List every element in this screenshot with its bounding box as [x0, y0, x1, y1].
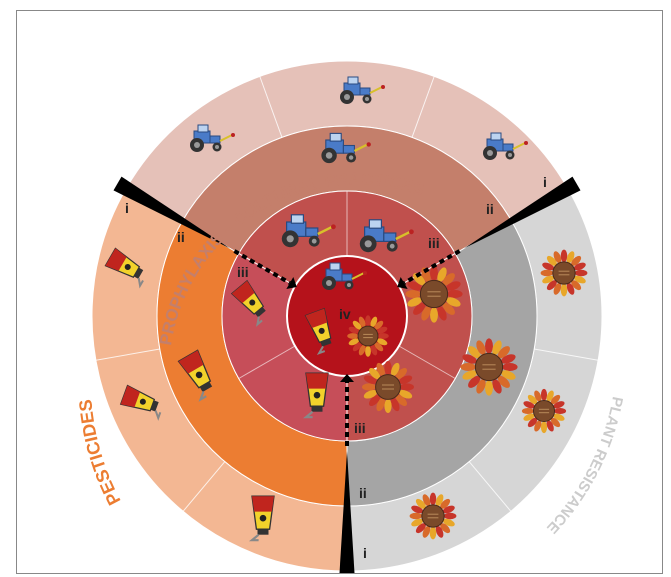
sunflower-icon	[521, 388, 567, 434]
level-label-ii-left: ii	[177, 229, 185, 245]
dotted-arrow-right-head	[397, 276, 408, 290]
sunflower-icon	[460, 338, 518, 396]
sunflower-icon	[540, 249, 588, 297]
arrows-layer	[113, 176, 581, 573]
inner-divider	[398, 345, 456, 379]
sprayer-icon	[104, 247, 144, 289]
level-label-ii-bottom: ii	[359, 485, 367, 501]
tractor-icon	[321, 132, 371, 164]
sprayer-icon	[302, 372, 329, 419]
sunflower-icon	[409, 492, 457, 540]
level-label-i-left: i	[125, 200, 129, 216]
sprayer-icon	[248, 495, 275, 542]
sprayer-icon	[230, 279, 266, 327]
level-label-i-top: i	[543, 174, 547, 190]
inner-divider	[238, 345, 296, 379]
outer-divider	[534, 348, 599, 361]
diagram-frame: PROPHYLAXIS – CULTURAL PRACTICES PESTICI…	[16, 10, 663, 574]
outer-divider	[95, 348, 160, 361]
sunflower-icon	[405, 265, 463, 323]
outer-divider	[259, 76, 283, 138]
level-label-iii-top: iii	[428, 235, 440, 251]
level-label-i-bottom: i	[363, 545, 367, 561]
rings	[91, 60, 603, 572]
level-label-iii-left: iii	[237, 264, 249, 280]
integrated-management-diagram: PROPHYLAXIS – CULTURAL PRACTICES PESTICI…	[75, 60, 626, 573]
sprayer-icon	[177, 349, 213, 402]
level-label-iv-center: iv	[339, 306, 351, 322]
separator-wedge-bottom	[339, 451, 355, 573]
dotted-arrow-bottom-head	[340, 374, 354, 382]
sprayer-icon	[304, 307, 332, 355]
tractor-icon	[281, 214, 336, 248]
sunflower-icon	[347, 315, 389, 357]
tractor-icon	[190, 124, 235, 152]
tractor-icon	[359, 219, 414, 253]
outer-divider	[468, 461, 512, 512]
icons-layer	[104, 76, 588, 542]
dotted-arrow-left-shaft	[233, 249, 291, 285]
sprayer-icon	[119, 384, 162, 421]
separator-wedge-right	[463, 176, 581, 249]
tractor-icon	[483, 132, 528, 160]
outer-divider	[411, 76, 435, 138]
level-label-ii-top: ii	[486, 201, 494, 217]
dotted-arrow-left-head	[286, 276, 297, 290]
dotted-arrow-right-shaft	[403, 249, 461, 285]
tractor-icon	[340, 76, 385, 104]
tractor-icon	[322, 262, 367, 290]
sunflower-icon	[362, 361, 414, 413]
separator-wedge-left	[113, 176, 231, 249]
level-label-iii-bottom: iii	[354, 420, 366, 436]
outer-divider	[182, 461, 226, 512]
